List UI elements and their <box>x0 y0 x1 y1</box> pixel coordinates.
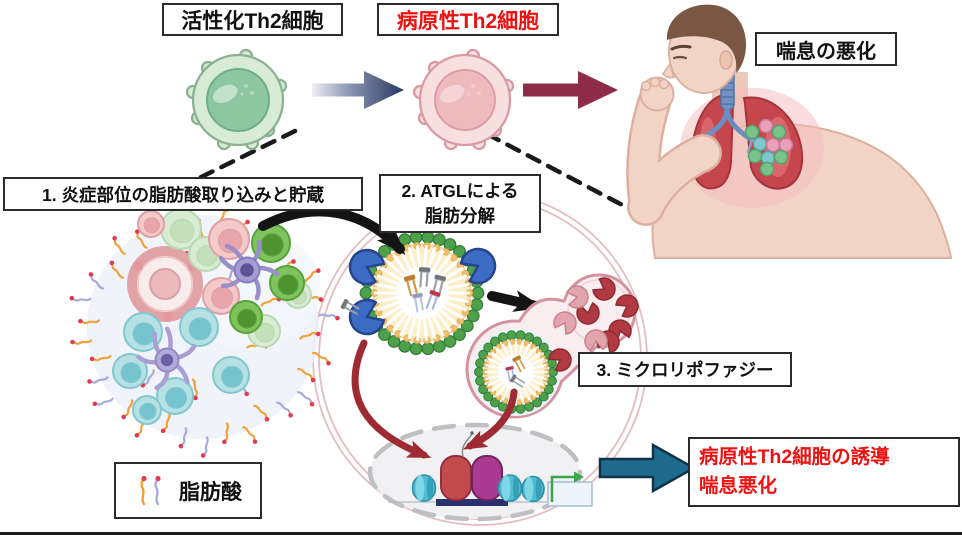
label-activated-th2: 活性化Th2細胞 <box>162 3 343 36</box>
atgl-pacman-icon <box>348 248 386 286</box>
raised-arm <box>626 86 722 226</box>
nucleosome-disc <box>497 474 523 502</box>
dendritic-cell <box>136 326 197 391</box>
gene-box <box>547 481 593 507</box>
dendritic-cell <box>218 239 280 301</box>
head <box>661 4 747 94</box>
label-step2-line2: 脂肪分解 <box>425 205 495 226</box>
droplet-to-vacuole-arrow <box>487 290 544 312</box>
label-outcome-line2: 喘息悪化 <box>699 475 778 497</box>
to-asthma-arrow <box>523 71 618 109</box>
lipid-tails <box>373 245 471 341</box>
signal-arrows-to-nucleus <box>351 339 518 459</box>
legend-fatty-acid: 脂肪酸 <box>114 462 262 519</box>
hair <box>666 4 747 74</box>
immune-cells <box>112 208 312 425</box>
lysosomal-lipases <box>548 277 639 372</box>
triglyceride-molecules <box>505 355 526 388</box>
antenna-tip <box>470 431 474 435</box>
eyebrow <box>670 44 692 51</box>
fist <box>639 76 675 112</box>
inflammation-site-cluster <box>69 206 340 458</box>
label-outcome-line1: 病原性Th2細胞の誘導 <box>699 445 890 468</box>
uptake-arrow <box>258 206 406 255</box>
label-step3-microlipophagy: 3. ミクロリポファジー <box>578 352 792 387</box>
released-fatty-acid <box>340 298 360 315</box>
transcription-factor-magenta <box>471 455 503 501</box>
label-step1-uptake-storage: 1. 炎症部位の脂肪酸取り込みと貯蔵 <box>3 177 363 211</box>
pink-ring-cell <box>127 246 203 322</box>
transcription-start-arrowhead <box>574 471 584 483</box>
label-pathogenic-th2: 病原性Th2細胞 <box>377 3 559 36</box>
lipid-droplet <box>359 230 485 356</box>
nucleosome-disc <box>411 474 437 502</box>
label-outcome: 病原性Th2細胞の誘導 喘息悪化 <box>688 437 960 507</box>
legend-fatty-acid-text: 脂肪酸 <box>179 480 242 504</box>
fatty-acid-legend-icon <box>140 475 161 505</box>
atgl-enzymes <box>340 247 497 336</box>
label-step2-line1: 2. ATGLによる <box>401 181 519 201</box>
label-asthma-worsening: 喘息の悪化 <box>755 32 897 66</box>
infiltrating-cells <box>744 118 794 177</box>
activated-th2-cell-icon <box>185 48 288 151</box>
conversion-arrow <box>312 71 404 109</box>
pathogenic-th2-cell-icon <box>412 48 515 151</box>
atgl-pacman-icon <box>459 247 497 285</box>
transcription-factor-red <box>440 455 472 501</box>
eye <box>672 55 688 60</box>
bottom-border-line <box>0 532 962 535</box>
transcription-start-arrow <box>550 475 574 502</box>
ear <box>719 50 733 70</box>
triglyceride-molecules <box>403 267 447 313</box>
nucleosome-disc <box>521 475 545 503</box>
dna-element-bar <box>436 499 508 506</box>
nose <box>661 61 676 79</box>
person-coughing-illustration <box>626 4 953 259</box>
label-step2-atgl-lipolysis: 2. ATGLによる 脂肪分解 <box>379 174 541 233</box>
microlipophagy-vacuole <box>465 273 639 419</box>
small-lipid-droplet <box>472 328 560 416</box>
outcome-arrow <box>598 442 697 494</box>
